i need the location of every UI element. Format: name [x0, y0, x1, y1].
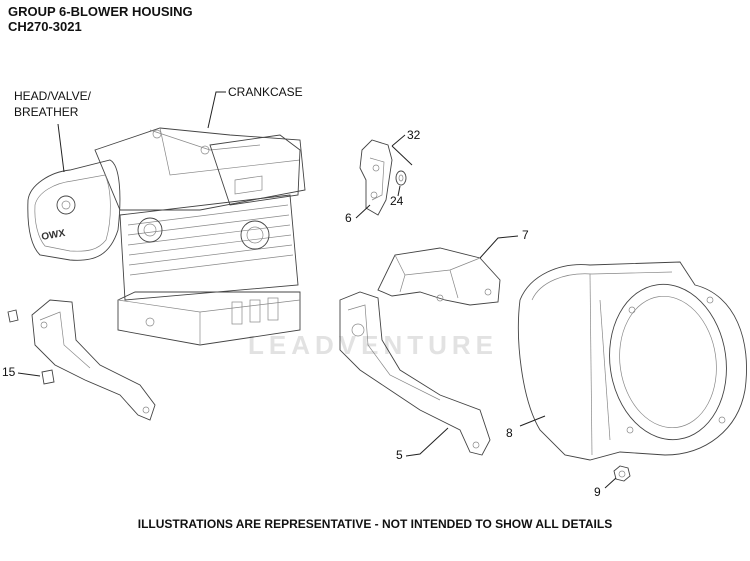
part-6-bracket — [359, 139, 393, 216]
label-crankcase: CRANKCASE — [228, 85, 303, 99]
model-code: CH270-3021 — [8, 19, 82, 34]
watermark: LEADVENTURE — [248, 330, 499, 360]
left-shroud — [31, 299, 156, 421]
label-head-valve-breather-line1: HEAD/VALVE/ — [14, 89, 91, 103]
part-7-cover — [377, 247, 501, 306]
part-15-screw-bottom — [41, 369, 55, 385]
part-24-nut — [395, 170, 407, 186]
callout-7: 7 — [522, 228, 529, 242]
part-5-shroud — [339, 291, 491, 456]
callout-15: 15 — [2, 365, 16, 379]
label-head-valve-breather-line2: BREATHER — [14, 105, 79, 119]
callout-8: 8 — [506, 426, 513, 440]
part-8-blower-housing — [518, 261, 747, 461]
part-15-screw-top — [7, 309, 19, 323]
footer-note: ILLUSTRATIONS ARE REPRESENTATIVE - NOT I… — [137, 517, 613, 531]
group-title: GROUP 6-BLOWER HOUSING — [8, 4, 193, 19]
callout-5: 5 — [396, 448, 403, 462]
engine-logo-text: OWX — [41, 228, 67, 243]
callout-6: 6 — [345, 211, 352, 225]
callout-32: 32 — [407, 128, 421, 142]
callout-9: 9 — [594, 485, 601, 499]
engine-assembly — [27, 127, 306, 346]
part-9-nut — [613, 465, 631, 482]
callout-24: 24 — [390, 194, 404, 208]
